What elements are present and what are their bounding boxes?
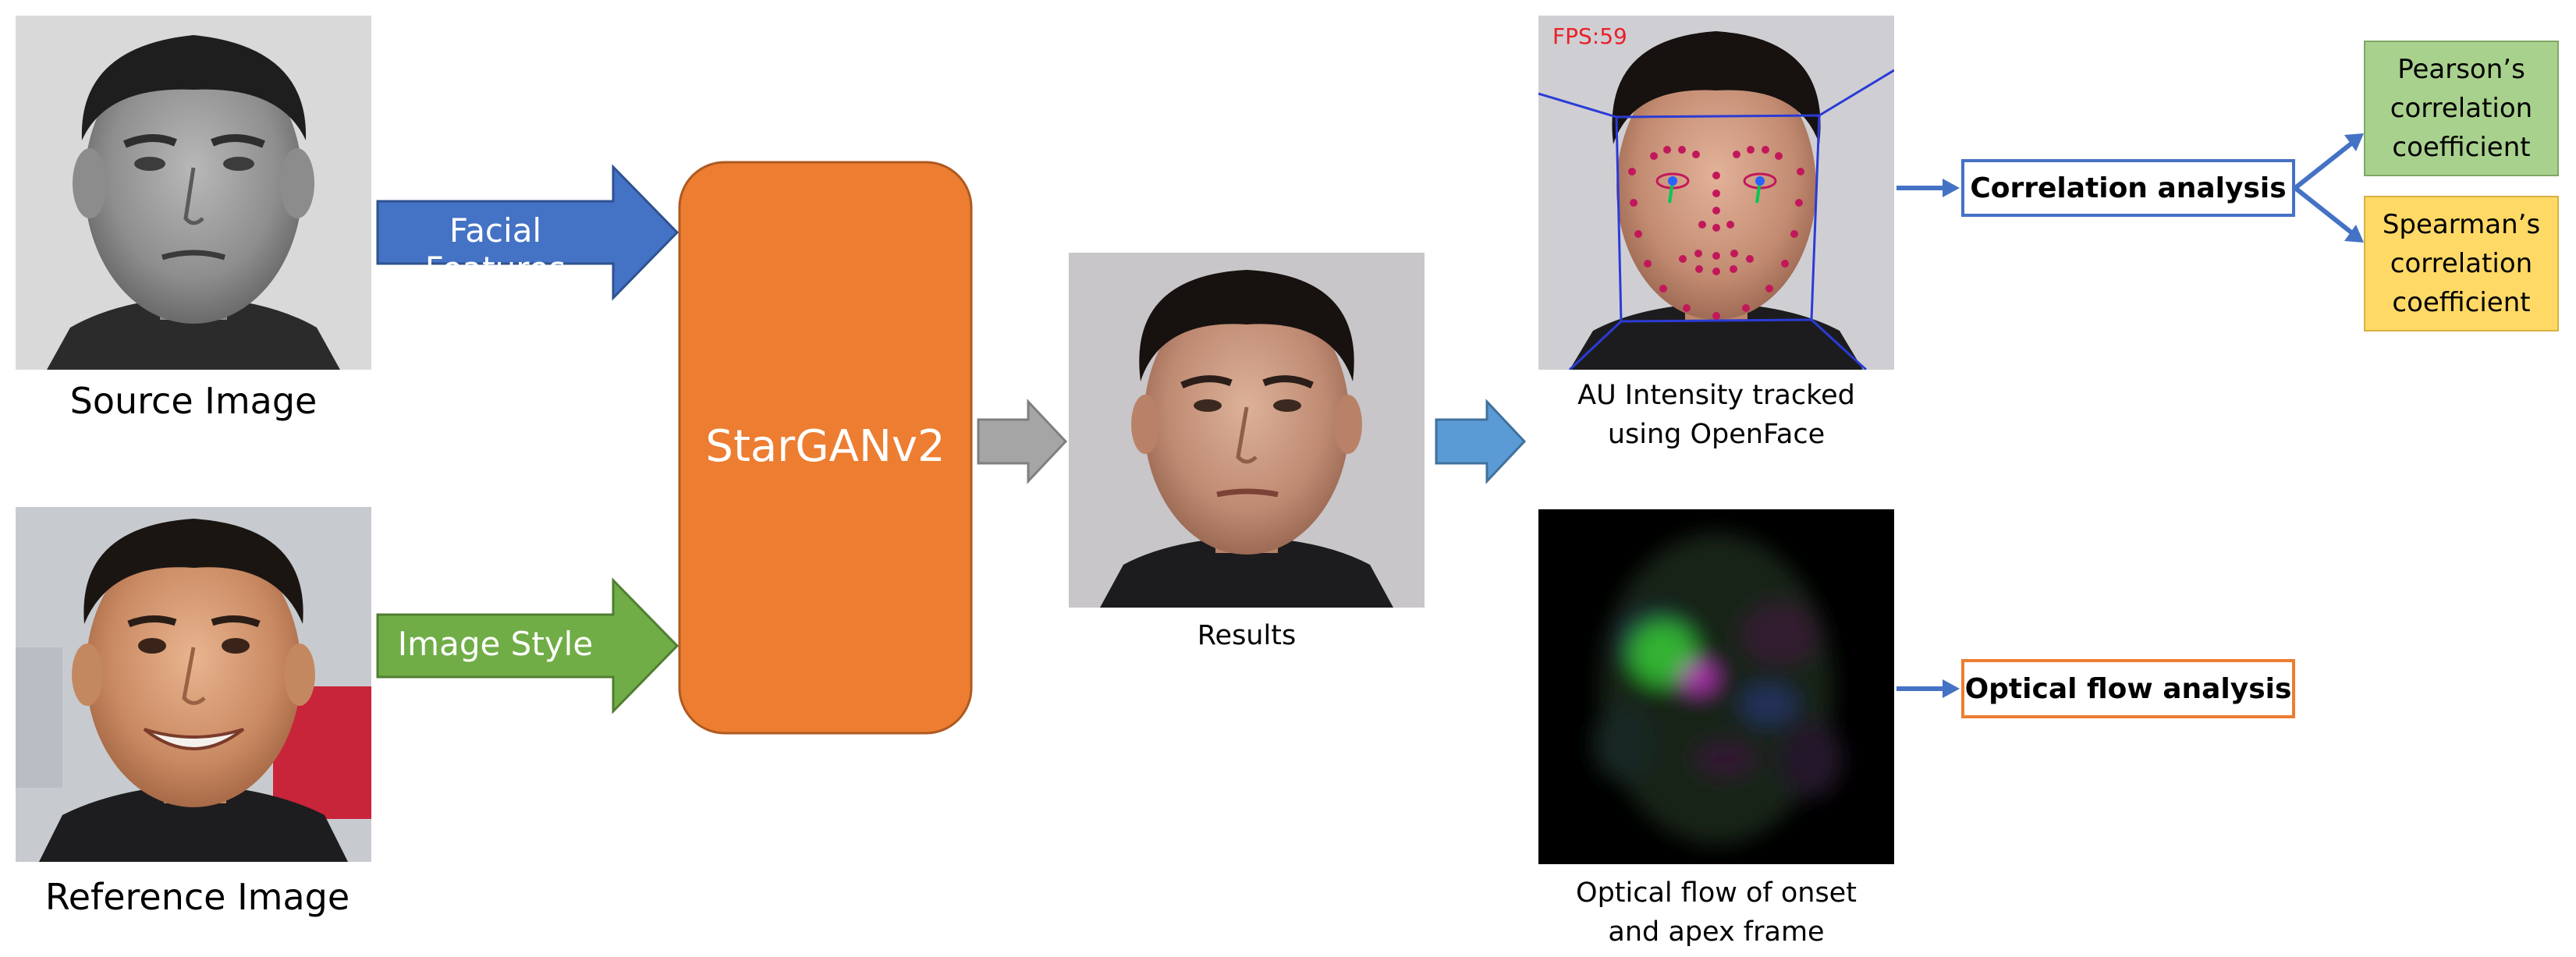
correlation-analysis-label: Correlation analysis bbox=[1970, 172, 2287, 204]
spearman-box: Spearman’s correlation coefficient bbox=[2364, 196, 2559, 331]
optical-flow-analysis-box: Optical flow analysis bbox=[1961, 659, 2295, 718]
openface-caption: AU Intensity tracked using OpenFace bbox=[1538, 376, 1894, 454]
light-blue-arrow bbox=[1435, 399, 1527, 484]
pearson-line2: correlation bbox=[2390, 93, 2533, 124]
optical-flow-caption: Optical flow of onset and apex frame bbox=[1538, 874, 1894, 952]
correlation-to-spearman-arrow bbox=[2294, 186, 2353, 235]
stargan-label: StarGANv2 bbox=[705, 421, 946, 472]
source-image-caption: Source Image bbox=[69, 380, 318, 422]
gray-arrow bbox=[977, 399, 1068, 484]
source-image bbox=[16, 16, 371, 370]
openface-caption-line2: using OpenFace bbox=[1607, 419, 1826, 450]
image-style-arrow bbox=[376, 577, 679, 714]
facial-features-label: Facial Features bbox=[424, 211, 566, 288]
fps-overlay: FPS:59 bbox=[1552, 23, 1627, 49]
openface-caption-line1: AU Intensity tracked bbox=[1577, 380, 1855, 411]
facial-features-arrow bbox=[376, 164, 679, 301]
stargan-block bbox=[678, 161, 973, 735]
result-image bbox=[1069, 253, 1425, 608]
optical-flow-caption-line1: Optical flow of onset bbox=[1576, 877, 1857, 909]
correlation-to-pearson-arrow bbox=[2294, 141, 2353, 190]
spearman-line3: coefficient bbox=[2392, 287, 2531, 318]
image-style-label: Image Style bbox=[397, 625, 594, 663]
reference-image-caption: Reference Image bbox=[44, 876, 350, 918]
optical-flow-analysis-label: Optical flow analysis bbox=[1964, 672, 2292, 705]
spearman-line2: correlation bbox=[2390, 248, 2533, 279]
pearson-box: Pearson’s correlation coefficient bbox=[2364, 41, 2559, 176]
openface-image: FPS:59 bbox=[1538, 16, 1894, 370]
pearson-line3: coefficient bbox=[2392, 132, 2531, 163]
reference-image bbox=[16, 507, 371, 862]
pearson-line1: Pearson’s bbox=[2397, 54, 2525, 85]
optical-flow-image bbox=[1538, 509, 1894, 864]
correlation-analysis-box: Correlation analysis bbox=[1961, 159, 2295, 217]
result-caption: Results bbox=[1197, 620, 1297, 651]
optical-flow-caption-line2: and apex frame bbox=[1608, 916, 1825, 948]
spearman-line1: Spearman’s bbox=[2382, 209, 2541, 240]
